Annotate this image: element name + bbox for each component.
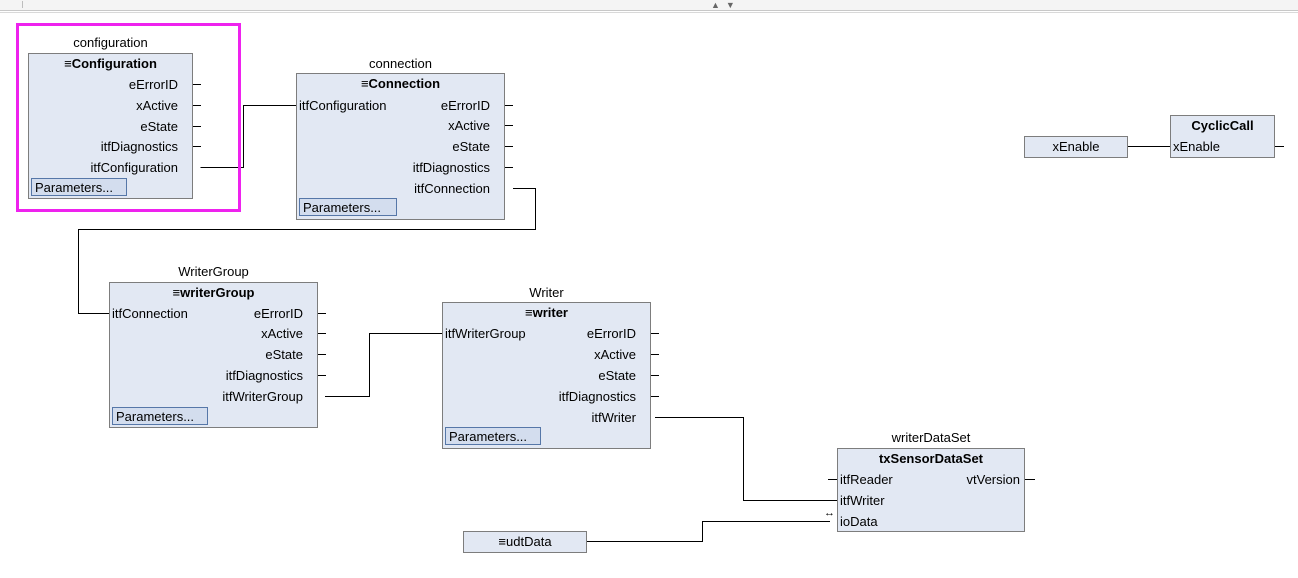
instance-name-writergroup[interactable]: WriterGroup [178,264,249,279]
menu-icon[interactable]: ≡ [498,534,507,549]
parameters-button[interactable]: Parameters... [445,427,541,445]
pin-in-xenable[interactable]: xEnable [1173,139,1220,154]
pin-out-itfdiagnostics[interactable]: itfDiagnostics [225,368,303,383]
instance-name-configuration[interactable]: configuration [73,35,148,50]
pin-out-itfconnection[interactable]: itfConnection [414,181,490,196]
pin-out-xactive[interactable]: xActive [594,347,636,362]
pin-out-xactive[interactable]: xActive [261,326,303,341]
menu-icon[interactable]: ≡ [525,305,533,320]
pin-stub [505,146,513,147]
pin-stub [193,84,201,85]
pin-stub [505,125,513,126]
wire-itfconfiguration [200,105,296,168]
pin-stub [505,105,513,106]
block-title-connection: ≡Connection [297,76,504,91]
pin-stub [193,105,201,106]
pin-out-estate[interactable]: eState [598,368,636,383]
pin-stub [318,313,326,314]
pin-out-itfdiagnostics[interactable]: itfDiagnostics [100,139,178,154]
pin-out-itfwritergroup[interactable]: itfWriterGroup [222,389,303,404]
pin-stub [505,167,513,168]
block-type-writerdataset: txSensorDataSet [878,451,984,466]
block-type-writergroup: writerGroup [180,285,255,300]
pin-out-estate[interactable]: eState [140,119,178,134]
pin-stub [318,354,326,355]
pin-out-xactive[interactable]: xActive [448,118,490,133]
pin-out-itfwriter[interactable]: itfWriter [591,410,636,425]
pin-out-estate[interactable]: eState [265,347,303,362]
block-title-configuration: ≡Configuration [29,56,192,71]
pin-in-itfwritergroup[interactable]: itfWriterGroup [445,326,526,341]
pin-in-itfwriter[interactable]: itfWriter [840,493,885,508]
block-type-configuration: Configuration [71,56,157,71]
parameters-button[interactable]: Parameters... [31,178,127,196]
pin-out-itfconfiguration[interactable]: itfConfiguration [90,160,178,175]
menu-icon[interactable]: ≡ [64,56,72,71]
pin-in-itfconfiguration[interactable]: itfConfiguration [299,98,387,113]
pin-out-itfdiagnostics[interactable]: itfDiagnostics [558,389,636,404]
pin-out-eerrorid[interactable]: eErrorID [253,306,303,321]
wire-iodata [587,521,830,542]
parameters-button[interactable]: Parameters... [112,407,208,425]
pin-stub [318,375,326,376]
pin-stub [193,146,201,147]
pin-out-eerrorid[interactable]: eErrorID [128,77,178,92]
wire-itfconnection [78,188,536,314]
pin-stub [193,126,201,127]
pin-stub [318,333,326,334]
udtdata-label: udtData [506,534,552,549]
instance-name-writer[interactable]: Writer [529,285,564,300]
wire-itfwritergroup [325,333,443,397]
menu-icon[interactable]: ≡ [360,76,369,91]
top-toolbar-strip [0,0,1298,11]
block-title-writergroup: ≡writerGroup [110,285,317,300]
pin-in-itfconnection[interactable]: itfConnection [112,306,188,321]
pin-out-eerrorid[interactable]: eErrorID [440,98,490,113]
pin-out-vtversion[interactable]: vtVersion [966,472,1020,487]
splitter-arrows[interactable]: ▲▼ [711,0,741,10]
block-type-writer: writer [532,305,568,320]
pin-out-eerrorid[interactable]: eErrorID [586,326,636,341]
block-title-writer: ≡writer [443,305,650,320]
block-type-connection: Connection [368,76,441,91]
function-block-connection[interactable]: ≡Connection itfConfiguration eErrorID xA… [296,73,505,220]
parameters-button[interactable]: Parameters... [299,198,397,216]
pane-splitter[interactable] [0,12,1298,13]
pin-out-estate[interactable]: eState [452,139,490,154]
instance-name-writerdataset[interactable]: writerDataSet [891,430,971,445]
gutter-tick [22,1,23,8]
function-block-writer[interactable]: ≡writer itfWriterGroup eErrorID xActive … [442,302,651,449]
inout-arrow-icon: ↔ [824,507,835,519]
pin-stub [651,396,659,397]
pin-in-itfreader[interactable]: itfReader [840,472,893,487]
instance-name-connection[interactable]: connection [369,56,432,71]
pin-in-iodata[interactable]: ioData [840,514,878,529]
wire-itfwriter [655,417,837,501]
pin-out-xactive[interactable]: xActive [136,98,178,113]
function-block-writerdataset[interactable]: txSensorDataSet itfReader itfWriter ioDa… [837,448,1025,532]
function-block-cycliccall[interactable]: CyclicCall xEnable [1170,115,1275,158]
function-block-configuration[interactable]: ≡Configuration eErrorID xActive eState i… [28,53,193,199]
function-block-writergroup[interactable]: ≡writerGroup itfConnection eErrorID xAct… [109,282,318,428]
pin-stub [651,354,659,355]
pin-stub [651,375,659,376]
selection-highlight [16,23,241,212]
menu-icon[interactable]: ≡ [172,285,181,300]
pin-stub [651,333,659,334]
block-type-cycliccall: CyclicCall [1191,118,1254,133]
input-variable-xenable[interactable]: xEnable [1024,136,1128,158]
pin-out-itfdiagnostics[interactable]: itfDiagnostics [412,160,490,175]
input-variable-udtdata[interactable]: ≡udtData [463,531,587,553]
